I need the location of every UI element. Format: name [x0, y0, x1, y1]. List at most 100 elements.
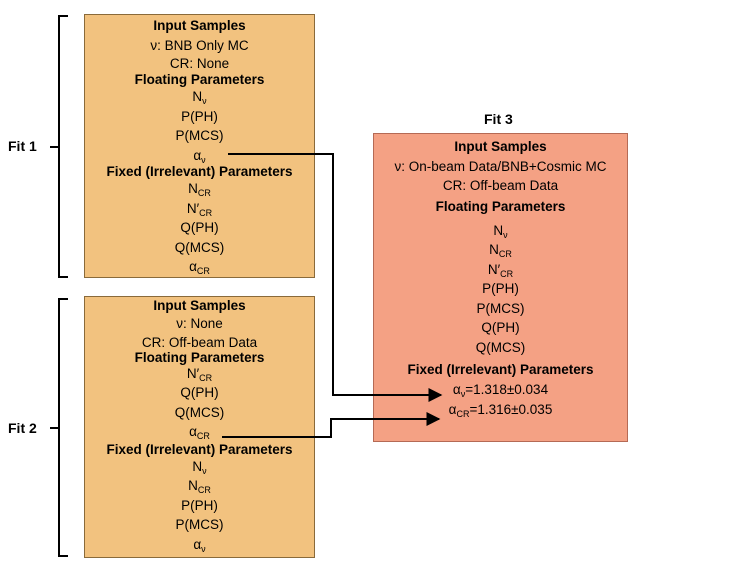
parameter-item: Nν [85, 457, 314, 477]
parameter-symbol: N′ [186, 365, 200, 381]
parameter-item: NCR [374, 240, 627, 260]
parameter-symbol: N [192, 458, 203, 474]
fit3-floating-header: Floating Parameters [435, 198, 566, 214]
parameter-subscript: CR [456, 408, 470, 419]
parameter-item: αν [85, 535, 314, 555]
parameter-item: αν [85, 146, 314, 166]
parameter-item: Nν [374, 221, 627, 241]
parameter-item: Nν [85, 87, 314, 107]
parameter-symbol: N′ [186, 200, 200, 216]
parameter-symbol: P(MCS) [476, 300, 525, 316]
parameter-item: N′CR [85, 199, 314, 219]
parameter-symbol: P(PH) [181, 497, 218, 513]
parameter-symbol: Q(MCS) [475, 339, 526, 355]
parameter-subscript: ν [202, 465, 207, 476]
fit2-nu-sample: ν: None [176, 316, 223, 331]
parameter-symbol: α [448, 401, 457, 417]
parameter-item: P(PH) [85, 107, 314, 127]
parameter-symbol: Q(MCS) [174, 239, 225, 255]
parameter-subscript: ν [503, 229, 508, 240]
parameter-item: Q(MCS) [374, 338, 627, 358]
parameter-subscript: CR [199, 207, 213, 218]
parameter-value: =1.316±0.035 [469, 401, 553, 417]
fit2-bracket [50, 298, 68, 557]
parameter-subscript: CR [196, 266, 210, 276]
parameter-item: Q(MCS) [85, 403, 314, 423]
parameter-symbol: α [193, 147, 202, 163]
parameter-symbol: N [188, 478, 198, 493]
parameter-item: αCR [85, 422, 314, 442]
fit1-nu-sample: ν: BNB Only MC [150, 37, 249, 53]
parameter-symbol: Q(PH) [180, 220, 219, 235]
fit3-label: Fit 3 [484, 111, 513, 127]
fit2-box: Input Samples ν: None CR: Off-beam Data … [84, 296, 315, 558]
fit3-nu-sample: ν: On-beam Data/BNB+Cosmic MC [394, 158, 607, 174]
fit1-floating-header: Floating Parameters [134, 72, 265, 87]
fit1-fixed-header: Fixed (Irrelevant) Parameters [106, 164, 293, 179]
parameter-symbol: α [452, 382, 461, 397]
parameter-symbol: P(MCS) [175, 517, 224, 532]
parameter-item: P(MCS) [374, 299, 627, 319]
parameter-item: Q(MCS) [85, 238, 314, 258]
fit1-bracket [50, 15, 68, 278]
parameter-symbol: α [189, 259, 197, 274]
parameter-symbol: N′ [487, 261, 501, 277]
parameter-subscript: ν [201, 543, 206, 554]
parameter-item: N′CR [85, 364, 314, 384]
parameter-subscript: CR [197, 485, 211, 495]
parameter-subscript: ν [201, 154, 206, 165]
parameter-symbol: N [493, 222, 504, 238]
fit3-input-header: Input Samples [454, 139, 547, 154]
parameter-symbol: N [192, 89, 203, 104]
parameter-item: αν=1.318±0.034 [374, 380, 627, 400]
parameter-subscript: CR [197, 188, 211, 198]
parameter-item: N′CR [374, 260, 627, 280]
fit3-fixed-header: Fixed (Irrelevant) Parameters [407, 362, 594, 377]
parameter-symbol: Q(MCS) [174, 404, 225, 420]
parameter-symbol: P(MCS) [175, 128, 224, 143]
fit2-fixed-header: Fixed (Irrelevant) Parameters [106, 441, 293, 457]
parameter-symbol: P(PH) [181, 108, 218, 124]
fit3-cr-sample: CR: Off-beam Data [442, 178, 559, 193]
parameter-item: Q(PH) [85, 383, 314, 403]
parameter-symbol: N [489, 242, 499, 257]
parameter-symbol: Q(PH) [180, 385, 219, 400]
parameter-item: P(PH) [85, 496, 314, 516]
fit1-input-header: Input Samples [153, 18, 246, 33]
parameter-value: =1.318±0.034 [465, 382, 549, 397]
parameter-symbol: α [189, 424, 197, 439]
fit1-label: Fit 1 [8, 138, 37, 154]
parameter-symbol: Q(PH) [481, 320, 520, 335]
parameter-subscript: ν [202, 96, 207, 106]
parameter-subscript: CR [498, 249, 512, 259]
fit2-label: Fit 2 [8, 420, 37, 436]
parameter-item: Q(PH) [374, 318, 627, 338]
parameter-item: Q(PH) [85, 218, 314, 238]
parameter-subscript: CR [196, 431, 210, 441]
fit2-floating-header: Floating Parameters [134, 349, 265, 365]
parameter-item: NCR [85, 476, 314, 496]
parameter-symbol: P(PH) [482, 281, 519, 296]
parameter-symbol: N [188, 181, 198, 196]
parameter-item: P(MCS) [85, 126, 314, 146]
parameter-symbol: α [193, 536, 202, 552]
fit1-cr-sample: CR: None [169, 56, 230, 71]
parameter-subscript: CR [199, 372, 213, 383]
parameter-subscript: ν [460, 389, 466, 399]
parameter-item: αCR [85, 257, 314, 277]
fit2-cr-sample: CR: Off-beam Data [141, 334, 258, 350]
parameter-item: NCR [85, 179, 314, 199]
parameter-item: P(PH) [374, 279, 627, 299]
parameter-subscript: CR [500, 268, 514, 279]
parameter-item: P(MCS) [85, 515, 314, 535]
fit1-box: Input Samples ν: BNB Only MC CR: None Fl… [84, 14, 315, 278]
parameter-item: αCR=1.316±0.035 [374, 400, 627, 420]
fit3-box: Input Samples ν: On-beam Data/BNB+Cosmic… [373, 133, 628, 442]
fit2-input-header: Input Samples [153, 298, 246, 313]
